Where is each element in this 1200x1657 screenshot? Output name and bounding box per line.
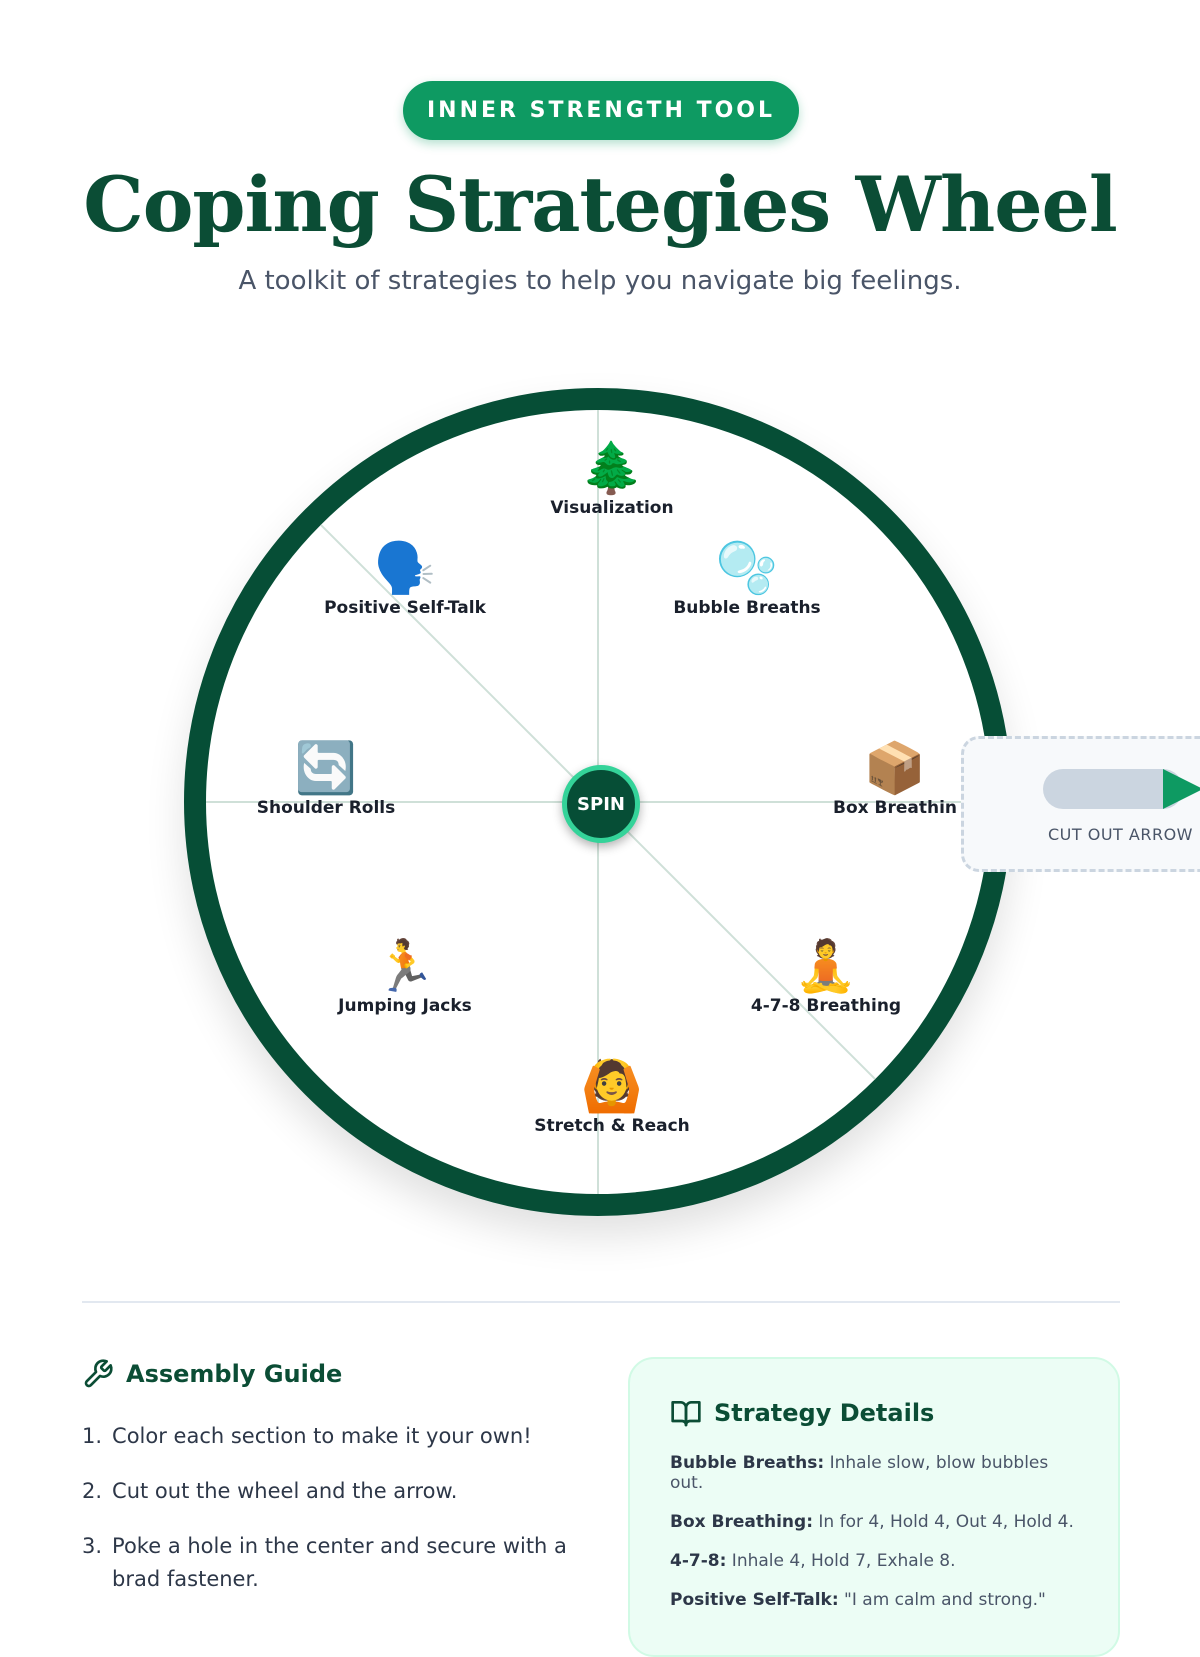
strategy-term: Box Breathing: bbox=[670, 1512, 813, 1532]
segment-label: Visualization bbox=[550, 498, 674, 518]
strategy-term: Positive Self-Talk: bbox=[670, 1590, 839, 1610]
strategy-term: Bubble Breaths: bbox=[670, 1453, 825, 1473]
wrench-icon bbox=[84, 1359, 113, 1388]
step-number: 2. bbox=[82, 1479, 103, 1503]
strategy-desc: Inhale 4, Hold 7, Exhale 8. bbox=[726, 1551, 956, 1571]
cut-out-arrow[interactable]: CUT OUT ARROW bbox=[961, 736, 1200, 872]
segment-label: Shoulder Rolls bbox=[256, 798, 396, 818]
strategy-detail: Positive Self-Talk: "I am calm and stron… bbox=[670, 1590, 1078, 1610]
wheel-segment: 🧘4-7-8 Breathing bbox=[751, 936, 901, 1016]
segment-emoji-icon: 🌲 bbox=[580, 439, 644, 497]
arrow-head-icon bbox=[1163, 769, 1200, 809]
strategy-detail: Bubble Breaths: Inhale slow, blow bubble… bbox=[670, 1453, 1078, 1493]
page-subtitle: A toolkit of strategies to help you navi… bbox=[238, 266, 962, 296]
step-text: Color each section to make it your own! bbox=[112, 1424, 532, 1448]
strategy-detail: Box Breathing: In for 4, Hold 4, Out 4, … bbox=[670, 1512, 1078, 1532]
segment-label: Jumping Jacks bbox=[338, 996, 472, 1016]
segment-emoji-icon: 📦 bbox=[863, 739, 927, 797]
strategy-term: 4-7-8: bbox=[670, 1551, 727, 1571]
strategy-details-card: Strategy Details Bubble Breaths: Inhale … bbox=[628, 1357, 1120, 1657]
segment-emoji-icon: 🗣️ bbox=[373, 539, 437, 597]
step-number: 3. bbox=[82, 1534, 103, 1558]
wheel-segment: 📦Box Breathin bbox=[833, 738, 957, 818]
section-divider bbox=[82, 1301, 1120, 1303]
strategy-detail: 4-7-8: Inhale 4, Hold 7, Exhale 8. bbox=[670, 1551, 1078, 1571]
step-text: Cut out the wheel and the arrow. bbox=[112, 1479, 458, 1503]
segment-label: Box Breathin bbox=[832, 798, 958, 818]
segment-label: Bubble Breaths bbox=[673, 598, 821, 618]
arrow-shaft bbox=[1043, 769, 1183, 809]
wheel-segment: 🏃Jumping Jacks bbox=[338, 936, 472, 1016]
strategy-desc: Inhale slow, blow bubbles out. bbox=[670, 1453, 1049, 1493]
step-text: Poke a hole in the center and secure wit… bbox=[112, 1534, 567, 1591]
segment-label: Positive Self-Talk bbox=[324, 598, 486, 618]
strategy-desc: In for 4, Hold 4, Out 4, Hold 4. bbox=[813, 1512, 1074, 1532]
wheel-segment: 🔄Shoulder Rolls bbox=[257, 738, 396, 818]
wheel-segment: 🫧Bubble Breaths bbox=[673, 538, 820, 618]
segment-label: Stretch & Reach bbox=[534, 1116, 690, 1136]
wheel-segment: 🗣️Positive Self-Talk bbox=[324, 538, 486, 618]
wheel-segment: 🙆Stretch & Reach bbox=[534, 1056, 690, 1136]
segment-emoji-icon: 🧘 bbox=[794, 937, 858, 995]
strategy-desc: "I am calm and strong." bbox=[838, 1590, 1046, 1610]
step-number: 1. bbox=[82, 1424, 103, 1448]
assembly-step: 2. Cut out the wheel and the arrow. bbox=[82, 1475, 582, 1508]
assembly-guide-title: Assembly Guide bbox=[126, 1360, 343, 1388]
segment-emoji-icon: 🏃 bbox=[373, 937, 437, 995]
segment-emoji-icon: 🙆 bbox=[580, 1057, 644, 1115]
segment-emoji-icon: 🫧 bbox=[715, 539, 779, 597]
cut-out-arrow-label: CUT OUT ARROW bbox=[1048, 825, 1193, 844]
assembly-step: 3. Poke a hole in the center and secure w… bbox=[82, 1530, 582, 1596]
assembly-step: 1. Color each section to make it your own… bbox=[82, 1420, 582, 1453]
segment-emoji-icon: 🔄 bbox=[294, 739, 358, 797]
segment-label: 4-7-8 Breathing bbox=[750, 996, 902, 1016]
strategy-details-title: Strategy Details bbox=[714, 1399, 935, 1427]
spin-button[interactable]: SPIN bbox=[562, 765, 640, 843]
header-badge: INNER STRENGTH TOOL bbox=[403, 81, 799, 140]
page-title: Coping Strategies Wheel bbox=[83, 160, 1118, 249]
wheel-segment: 🌲Visualization bbox=[550, 438, 673, 518]
book-icon bbox=[671, 1401, 701, 1427]
